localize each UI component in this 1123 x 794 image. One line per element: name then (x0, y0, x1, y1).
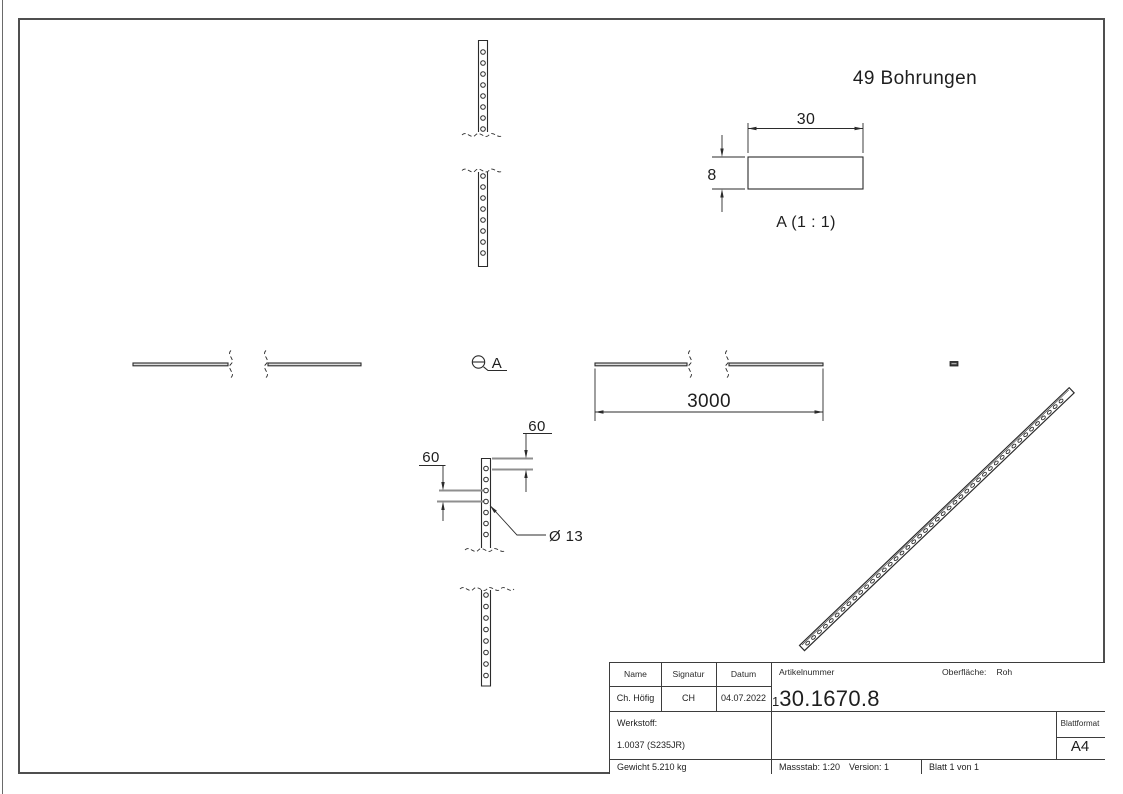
tb-oberflaeche-value: Roh (996, 667, 1013, 677)
tb-artikelnummer-label: Artikelnummer (779, 667, 835, 677)
drawing-frame (18, 18, 1105, 774)
tb-line (610, 686, 771, 687)
dim-3000-label: 3000 (687, 391, 731, 412)
detail-callout-letter: A (492, 355, 502, 372)
tb-gewicht: Gewicht 5.210 kg (617, 762, 687, 772)
tb-line (610, 711, 1105, 712)
tb-name-value: Ch. Höfig (616, 693, 655, 703)
tb-line (716, 663, 717, 711)
tb-oberflaeche: Oberfläche: Roh (942, 667, 1012, 678)
tb-datum-label: Datum (730, 669, 757, 679)
tb-line (661, 663, 662, 711)
dimension-arrowheads (441, 126, 863, 514)
paper-left-edge (2, 0, 3, 794)
tb-blatt: Blatt 1 von 1 (929, 762, 980, 772)
drilled-holes (480, 49, 489, 679)
dim-dia13-label: Ø 13 (549, 528, 583, 545)
end-view (949, 361, 959, 367)
top-hole-bar-view (461, 39, 503, 268)
front-hole-bar-view (419, 433, 552, 687)
detail-scale-label: A (1 : 1) (776, 214, 836, 231)
side-view-left (132, 350, 362, 378)
title-block: Name Signatur Datum Artikelnummer Oberfl… (609, 662, 1105, 774)
isometric-view (798, 386, 1076, 652)
tb-line (771, 663, 772, 774)
side-view-right (594, 350, 824, 421)
tb-signatur-value: CH (682, 693, 695, 703)
tb-line (921, 759, 922, 774)
tb-oberflaeche-label: Oberfläche: (942, 667, 987, 677)
dim-8-label: 8 (707, 167, 716, 184)
artnum-prefix: 1 (772, 694, 780, 709)
tb-blattformat-value: A4 (1070, 738, 1090, 755)
tb-blattformat-label: Blattformat (1060, 719, 1100, 728)
dim-30-label: 30 (797, 111, 816, 128)
tb-artikelnummer-value: 130.1670.8 (772, 686, 880, 712)
note-bohrungen: 49 Bohrungen (853, 68, 977, 89)
tb-massstab: Massstab: 1:20 (779, 762, 841, 772)
tb-version: Version: 1 (849, 762, 890, 772)
tb-line (610, 759, 1105, 760)
tb-werkstoff-label: Werkstoff: (617, 718, 658, 728)
tb-line (1056, 711, 1057, 759)
artnum-main: 30.1670.8 (779, 686, 880, 711)
tb-werkstoff-value: 1.0037 (S235JR) (617, 740, 686, 750)
detail-view-a (712, 123, 864, 212)
tb-line (1056, 737, 1105, 738)
tb-datum-value: 04.07.2022 (720, 693, 767, 703)
tb-name-label: Name (624, 669, 647, 679)
tb-signatur-label: Signatur (672, 669, 705, 679)
dim-60-left-label: 60 (422, 449, 440, 466)
detail-callout (471, 355, 507, 372)
dim-60-right-label: 60 (528, 418, 546, 435)
